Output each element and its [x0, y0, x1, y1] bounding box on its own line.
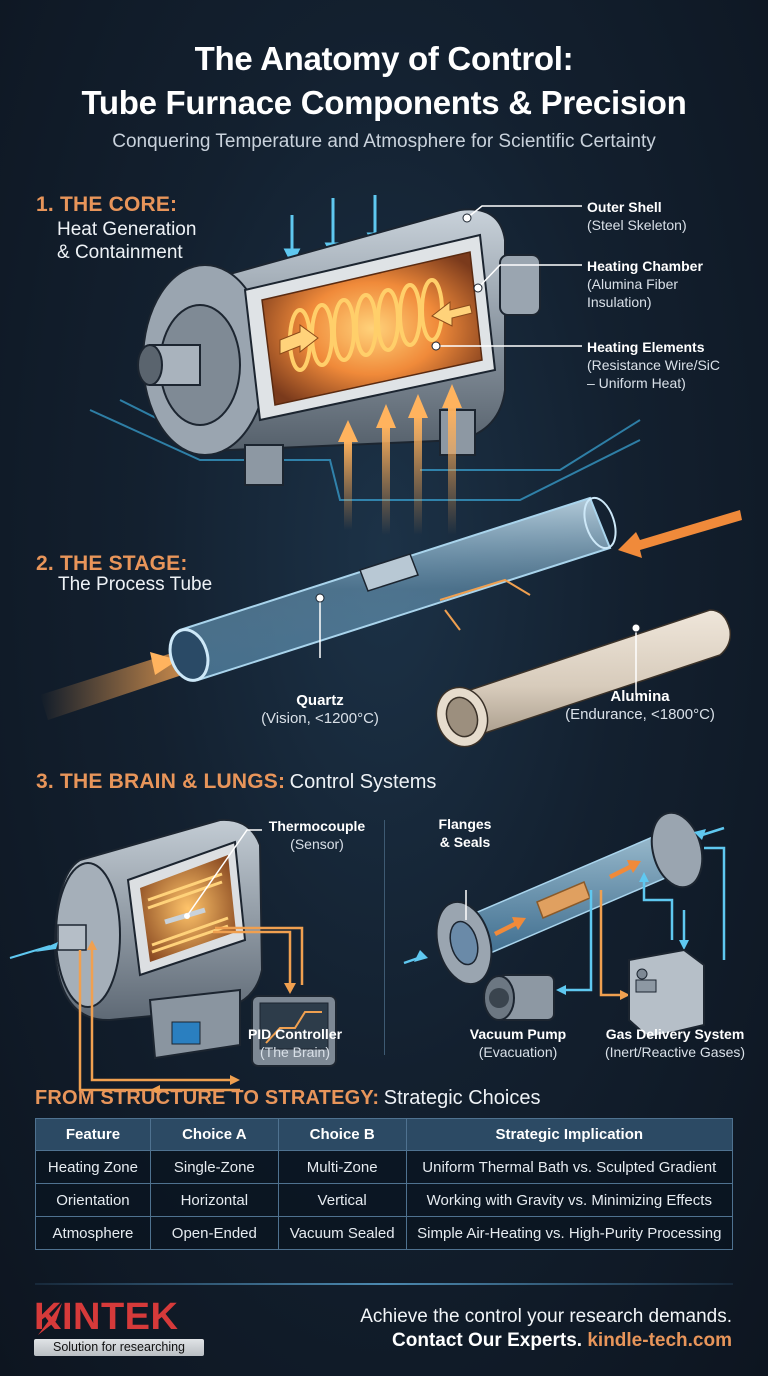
tube-quartz-label: Quartz (Vision, <1200°C) — [240, 692, 400, 728]
cell-feature: Orientation — [35, 1183, 151, 1217]
cta-contact[interactable]: Contact Our Experts. — [392, 1330, 583, 1351]
brand-tagline: Solution for researching — [34, 1339, 204, 1356]
callout-vacuum-pump-title: Vacuum Pump — [469, 1026, 567, 1042]
strategy-table-container: Feature Choice A Choice B Strategic Impl… — [35, 1118, 734, 1250]
tube-quartz-desc: (Vision, <1200°C) — [261, 710, 379, 727]
section1-heading: 1. THE CORE: — [36, 193, 178, 216]
callout-heating-chamber-desc-1: (Alumina Fiber — [587, 276, 679, 292]
table-row: Orientation Horizontal Vertical Working … — [35, 1183, 734, 1217]
cell-choice-b: Multi-Zone — [277, 1150, 407, 1184]
callout-flanges-seals: Flanges & Seals — [430, 815, 500, 851]
tube-alumina-title: Alumina — [610, 688, 670, 705]
callout-gas-delivery-title: Gas Delivery System — [605, 1026, 745, 1042]
callout-heating-chamber-title: Heating Chamber — [587, 258, 703, 274]
subtitle: Conquering Temperature and Atmosphere fo… — [112, 131, 656, 152]
strategy-header: FROM STRUCTURE TO STRATEGY: Strategic Ch… — [35, 1087, 540, 1110]
callout-thermocouple-title: Thermocouple — [268, 818, 366, 834]
section3-sub: Control Systems — [289, 771, 437, 793]
section3-divider — [384, 820, 385, 1055]
callout-heating-elements: Heating Elements (Resistance Wire/SiC – … — [587, 338, 720, 392]
footer-cta: Achieve the control your research demand… — [360, 1305, 732, 1353]
title-line-1: The Anatomy of Control: — [194, 40, 574, 77]
callout-heating-elements-desc-1: (Resistance Wire/SiC — [587, 357, 721, 373]
table-header-row: Feature Choice A Choice B Strategic Impl… — [35, 1118, 734, 1151]
table-row: Heating Zone Single-Zone Multi-Zone Unif… — [35, 1150, 734, 1184]
callout-pid-title: PID Controller — [247, 1026, 343, 1042]
cell-implication: Uniform Thermal Bath vs. Sculpted Gradie… — [405, 1150, 734, 1184]
section3-header: 3. THE BRAIN & LUNGS: Control Systems — [36, 770, 436, 794]
gas-vacuum-illustration — [403, 811, 726, 1040]
col-header-implication: Strategic Implication — [405, 1118, 734, 1151]
footer-divider — [35, 1283, 733, 1285]
callout-outer-shell-title: Outer Shell — [587, 199, 662, 215]
cell-choice-b: Vertical — [277, 1183, 407, 1217]
callout-thermocouple: Thermocouple (Sensor) — [262, 817, 372, 853]
section1-sub-line1: Heat Generation — [57, 219, 197, 240]
callout-pid-controller: PID Controller (The Brain) — [240, 1025, 350, 1061]
callout-flanges-title-1: Flanges — [438, 816, 492, 832]
col-header-choice-b: Choice B — [277, 1118, 407, 1151]
col-header-choice-a: Choice A — [149, 1118, 279, 1151]
callout-outer-shell: Outer Shell (Steel Skeleton) — [587, 198, 687, 234]
pid-furnace-illustration — [9, 818, 337, 1095]
tube-alumina-desc: (Endurance, <1800°C) — [565, 706, 715, 723]
table-row: Atmosphere Open-Ended Vacuum Sealed Simp… — [35, 1216, 734, 1250]
cell-implication: Simple Air-Heating vs. High-Purity Proce… — [405, 1216, 734, 1250]
cell-choice-b: Vacuum Sealed — [277, 1216, 407, 1250]
callout-thermocouple-desc: (Sensor) — [290, 836, 344, 852]
tube-alumina-label: Alumina (Endurance, <1800°C) — [550, 688, 730, 724]
cell-feature: Heating Zone — [35, 1150, 151, 1184]
section3-heading: 3. THE BRAIN & LUNGS: — [36, 770, 286, 793]
cell-choice-a: Horizontal — [149, 1183, 279, 1217]
callout-gas-delivery: Gas Delivery System (Inert/Reactive Gase… — [590, 1025, 760, 1061]
strategy-sub: Strategic Choices — [383, 1087, 541, 1109]
callout-vacuum-pump: Vacuum Pump (Evacuation) — [458, 1025, 578, 1061]
section2-sub: The Process Tube — [58, 574, 213, 595]
callout-gas-delivery-desc: (Inert/Reactive Gases) — [604, 1044, 746, 1060]
strategy-table: Feature Choice A Choice B Strategic Impl… — [35, 1118, 734, 1250]
strategy-heading: FROM STRUCTURE TO STRATEGY: — [35, 1087, 380, 1109]
title-line-2: Tube Furnace Components & Precision — [81, 84, 687, 121]
callout-vacuum-pump-desc: (Evacuation) — [478, 1044, 558, 1060]
cell-implication: Working with Gravity vs. Minimizing Effe… — [405, 1183, 734, 1217]
process-tubes-illustration — [40, 496, 742, 748]
section1-sub-line2: & Containment — [57, 242, 183, 263]
callout-heating-chamber-desc-2: Insulation) — [587, 294, 652, 310]
brand-name: KINTEK — [34, 1296, 179, 1338]
tube-quartz-title: Quartz — [296, 692, 344, 709]
cell-choice-a: Open-Ended — [149, 1216, 279, 1250]
callout-heating-elements-title: Heating Elements — [587, 339, 705, 355]
callout-pid-desc: (The Brain) — [259, 1044, 331, 1060]
cell-choice-a: Single-Zone — [149, 1150, 279, 1184]
callout-heating-chamber: Heating Chamber (Alumina Fiber Insulatio… — [587, 257, 703, 311]
callout-flanges-title-2: & Seals — [439, 834, 491, 850]
furnace-core-illustration — [89, 195, 641, 535]
cta-line1: Achieve the control your research demand… — [360, 1306, 732, 1327]
cell-feature: Atmosphere — [35, 1216, 151, 1250]
kintek-logo: KINTEK Solution for researching — [34, 1296, 204, 1356]
cta-link[interactable]: kindle-tech.com — [587, 1330, 732, 1351]
section2-heading: 2. THE STAGE: — [36, 552, 188, 575]
callout-heating-elements-desc-2: – Uniform Heat) — [587, 375, 686, 391]
callout-outer-shell-desc: (Steel Skeleton) — [587, 217, 687, 233]
col-header-feature: Feature — [35, 1118, 151, 1151]
kintek-swoosh-icon — [38, 1303, 62, 1335]
